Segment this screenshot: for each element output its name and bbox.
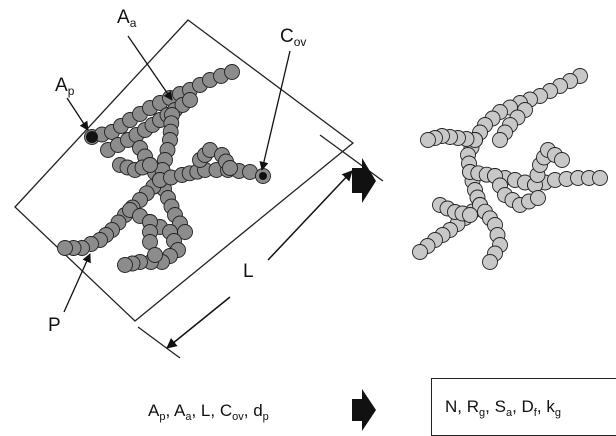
dimension-arrow-l-down: [166, 296, 231, 349]
primary-sphere: [554, 152, 570, 168]
projected-particle: [182, 92, 198, 108]
output-parameters: N, Rg, Sa, Df, kg: [445, 397, 561, 419]
label-cov: Cov: [280, 27, 306, 48]
3d-aggregate: [412, 68, 608, 270]
param-subscript: p: [262, 411, 269, 423]
param-subscript: p: [159, 411, 166, 423]
output-param: Sa: [494, 397, 513, 419]
projected-particle: [117, 257, 133, 273]
output-param: Rg: [466, 397, 486, 419]
projected-aggregate: [57, 64, 271, 273]
output-param: Df: [521, 397, 537, 419]
primary-particle-ap: [86, 131, 98, 143]
label-ap-sub: p: [67, 84, 75, 98]
input-param: dp: [253, 401, 269, 423]
projected-particle: [224, 64, 240, 80]
label-aa-main: A: [117, 7, 130, 28]
label-aa: Aa: [117, 8, 136, 29]
block-arrow-bottom: [352, 389, 376, 431]
arrow-cov: [259, 50, 291, 171]
label-cov-main: C: [280, 26, 294, 47]
arrow-p: [63, 253, 91, 313]
param-symbol: A: [173, 401, 186, 420]
input-param: Cov: [219, 401, 244, 423]
primary-sphere: [482, 254, 498, 270]
projected-particle: [142, 157, 158, 173]
arrow-ap: [66, 97, 89, 131]
param-symbol: C: [219, 401, 233, 420]
param-symbol: N: [445, 397, 458, 416]
bounding-rectangle: [14, 19, 355, 322]
param-symbol: A: [148, 401, 160, 420]
param-symbol: k: [546, 397, 555, 416]
param-subscript: a: [505, 407, 513, 419]
dimension-extension-top: [319, 134, 384, 182]
projected-particle: [57, 240, 73, 256]
param-symbol: S: [494, 397, 506, 416]
param-subscript: ov: [232, 411, 244, 423]
input-param: Aa: [173, 401, 192, 423]
param-symbol: D: [521, 397, 534, 416]
primary-sphere: [592, 170, 608, 186]
label-cov-sub: ov: [293, 35, 307, 49]
param-symbol: d: [253, 401, 263, 420]
input-param: L: [201, 401, 210, 420]
arrow-aa: [127, 35, 173, 101]
primary-sphere: [420, 132, 436, 148]
label-ap-main: A: [55, 75, 68, 96]
output-param: kg: [546, 397, 561, 419]
primary-particle-cov: [259, 172, 267, 180]
primary-sphere: [462, 207, 478, 223]
output-param: N: [445, 397, 457, 416]
input-param: Ap: [148, 401, 166, 423]
projected-particle: [222, 160, 238, 176]
label-aa-sub: a: [129, 16, 137, 30]
label-p: P: [48, 315, 61, 336]
input-parameters: Ap, Aa, L, Cov, dp: [148, 401, 269, 423]
label-l: L: [243, 261, 254, 282]
dimension-extension-bottom: [137, 326, 181, 359]
param-subscript: g: [479, 407, 486, 419]
param-symbol: R: [466, 397, 480, 416]
label-ap: Ap: [55, 76, 74, 97]
param-subscript: a: [185, 411, 192, 423]
dimension-arrow-l-up: [267, 170, 353, 261]
primary-sphere: [530, 190, 546, 206]
param-symbol: L: [200, 401, 211, 420]
primary-sphere: [412, 244, 428, 260]
param-subscript: g: [554, 407, 561, 419]
block-arrow-top: [352, 158, 376, 203]
projected-particle: [147, 247, 163, 263]
primary-sphere: [492, 132, 508, 148]
param-subscript: f: [533, 407, 537, 419]
